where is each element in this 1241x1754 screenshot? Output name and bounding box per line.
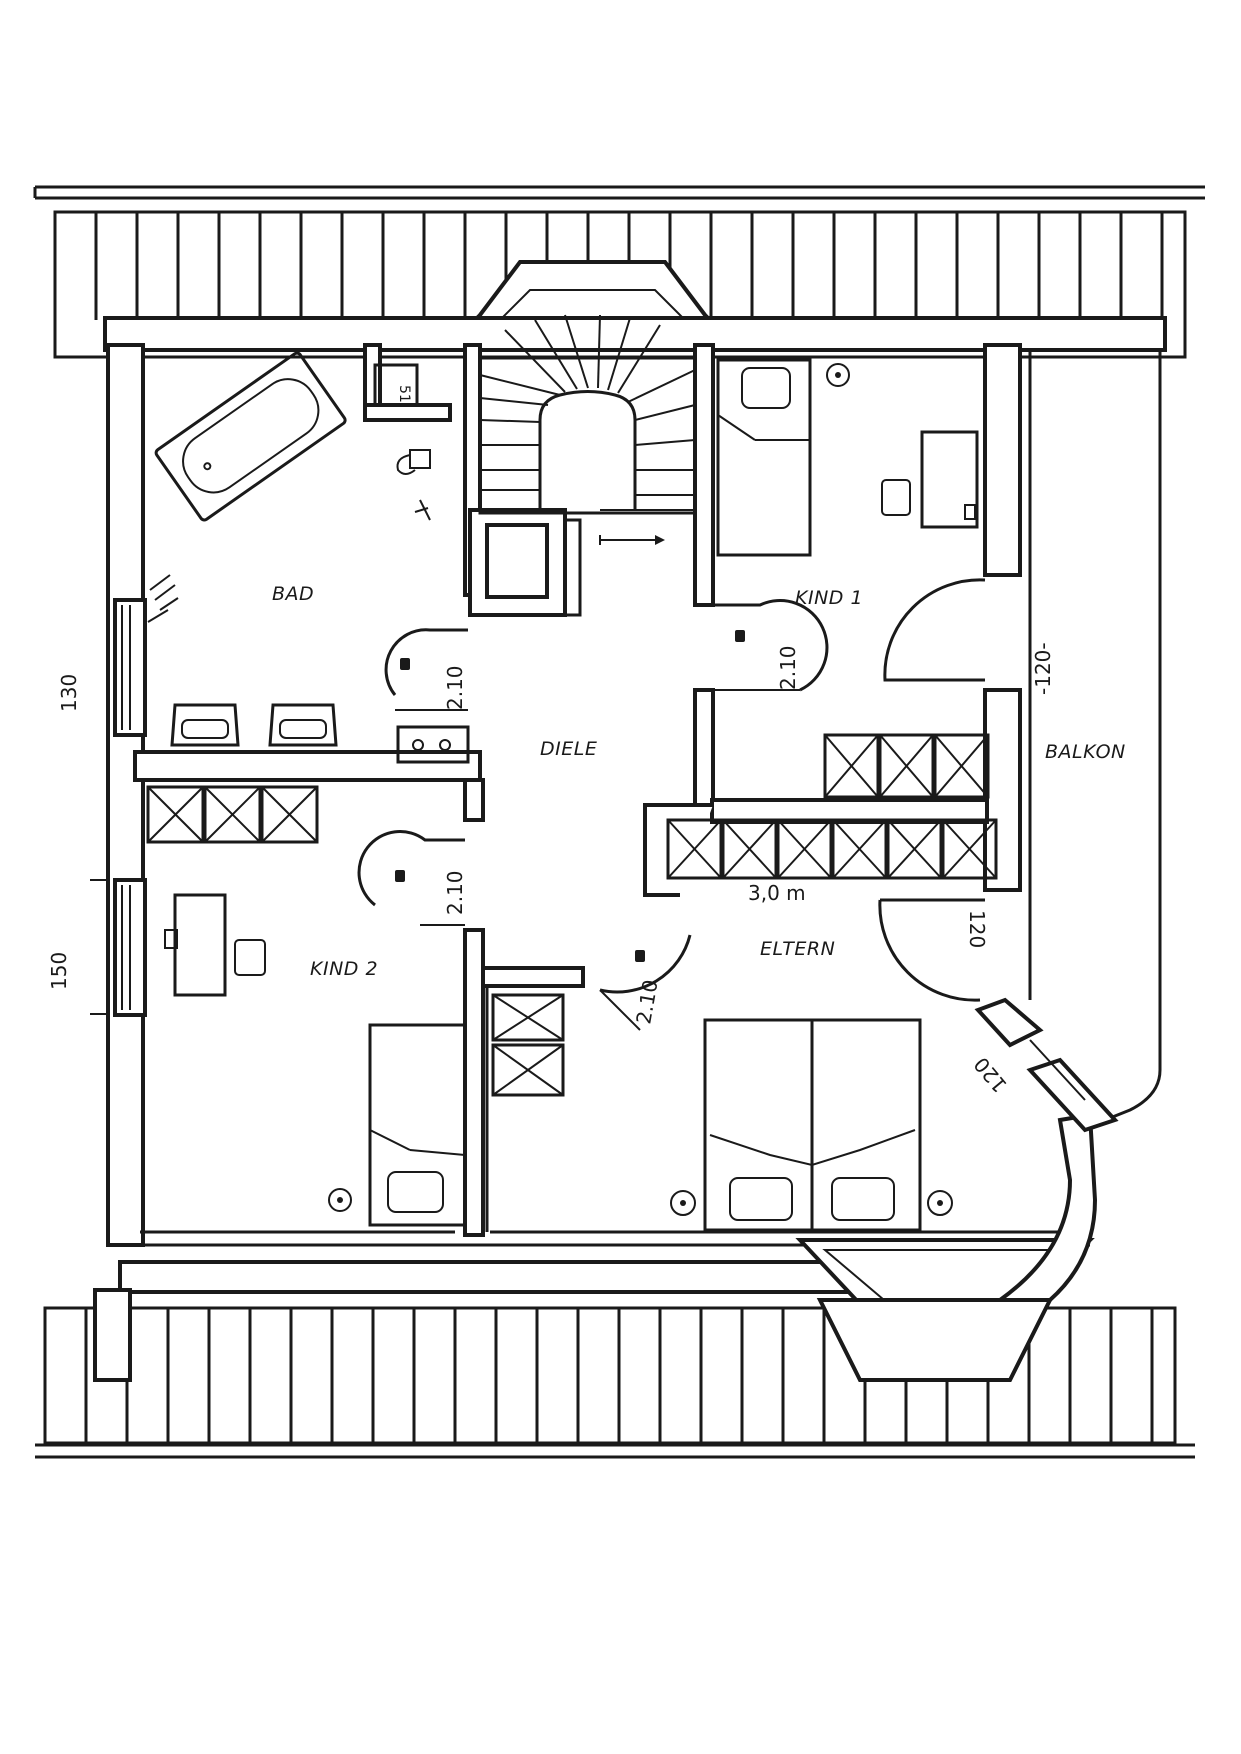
kind2-desk <box>173 893 227 997</box>
wardrobe-box <box>886 818 943 880</box>
wardrobe-box <box>721 818 778 880</box>
wardrobe-cross <box>942 819 997 879</box>
left-windows <box>90 598 147 1017</box>
wardrobe-cross <box>934 734 989 798</box>
door-kind1 <box>715 599 829 692</box>
dim-window-130: 130 <box>57 674 81 712</box>
cabinet-label: 51 <box>396 385 412 403</box>
roof-slats-top <box>94 212 1164 320</box>
bay-window <box>795 997 1119 1382</box>
room-label-eltern: ELTERN <box>760 938 835 960</box>
wardrobe-box <box>666 818 723 880</box>
wardrobe-box <box>146 785 205 844</box>
cabinet-51: 51 <box>373 363 419 407</box>
door-bad <box>384 628 468 696</box>
wardrobe-box <box>878 733 935 799</box>
dim-door-bad: 2.10 <box>443 665 467 710</box>
bathtub <box>154 351 347 522</box>
dim-balcony-120b: 120 <box>965 910 989 948</box>
wardrobe-cross <box>261 786 318 843</box>
room-label-bad: BAD <box>272 583 314 605</box>
kind1-bed <box>716 358 812 557</box>
wardrobe-cross <box>824 734 879 798</box>
kind2-lamp-icon <box>328 1188 352 1212</box>
wardrobe-cross <box>887 819 942 879</box>
wardrobe-cross <box>492 994 564 1041</box>
wardrobe-box <box>491 993 565 1042</box>
kind2-furniture <box>164 893 467 1227</box>
toilet <box>396 449 431 521</box>
dim-width-eltern: 3,0 m <box>748 881 806 905</box>
doors <box>357 578 986 1031</box>
dim-door-kind1: 2.10 <box>776 645 800 690</box>
kind2-bed <box>368 1023 467 1227</box>
roof-top <box>33 185 1205 359</box>
spiral-staircase <box>478 314 697 545</box>
wardrobe-box <box>203 785 262 844</box>
room-label-diele: DIELE <box>540 738 597 760</box>
wardrobe-box <box>491 1043 565 1097</box>
wardrobe-cross <box>777 819 832 879</box>
wardrobe-cross <box>667 819 722 879</box>
dim-door-kind2: 2.10 <box>443 870 467 915</box>
door-balcony-lower <box>878 899 981 1002</box>
eltern-lamp-right-icon <box>927 1190 953 1216</box>
wardrobe-box <box>933 733 990 799</box>
door-balcony-upper <box>883 578 986 682</box>
kind1-furniture <box>716 358 979 557</box>
room-label-kind2: KIND 2 <box>310 958 378 980</box>
wardrobe-box <box>776 818 833 880</box>
wardrobe-cross <box>832 819 887 879</box>
washbasin-right <box>268 703 338 747</box>
door-kind2 <box>357 830 465 907</box>
eltern-lamp-left-icon <box>670 1190 696 1216</box>
kind1-lamp-icon <box>826 363 850 387</box>
outer-walls <box>93 316 1167 1382</box>
eltern-furniture <box>670 1018 953 1232</box>
wardrobe-box <box>941 818 998 880</box>
washbasin-left <box>170 703 240 747</box>
wardrobes <box>146 733 998 1097</box>
room-label-kind1: KIND 1 <box>795 587 863 609</box>
roof-bottom <box>35 1306 1195 1459</box>
door-eltern <box>599 934 692 994</box>
kind1-chair <box>881 479 911 516</box>
dim-balcony-120a: -120- <box>1031 642 1055 695</box>
kind1-desk <box>920 430 979 529</box>
wardrobe-box <box>823 733 880 799</box>
wardrobe-cross <box>147 786 204 843</box>
wardrobe-cross <box>204 786 261 843</box>
wardrobe-cross <box>722 819 777 879</box>
kind2-chair <box>234 939 266 976</box>
wardrobe-cross <box>879 734 934 798</box>
dim-window-150: 150 <box>47 952 71 990</box>
dim-door-eltern: 2.10 <box>631 978 662 1026</box>
shower-hatch <box>147 574 179 623</box>
switch-symbols <box>395 630 745 962</box>
wardrobe-box <box>831 818 888 880</box>
room-label-balkon: BALKON <box>1045 741 1126 763</box>
stove <box>396 725 470 764</box>
interior-walls <box>133 343 989 1237</box>
wardrobe-box <box>260 785 319 844</box>
wardrobe-cross <box>492 1044 564 1096</box>
dim-balcony-120c: 120 <box>969 1053 1012 1098</box>
balcony <box>1020 348 1162 1122</box>
bathroom-fixtures: 51 <box>147 351 470 764</box>
